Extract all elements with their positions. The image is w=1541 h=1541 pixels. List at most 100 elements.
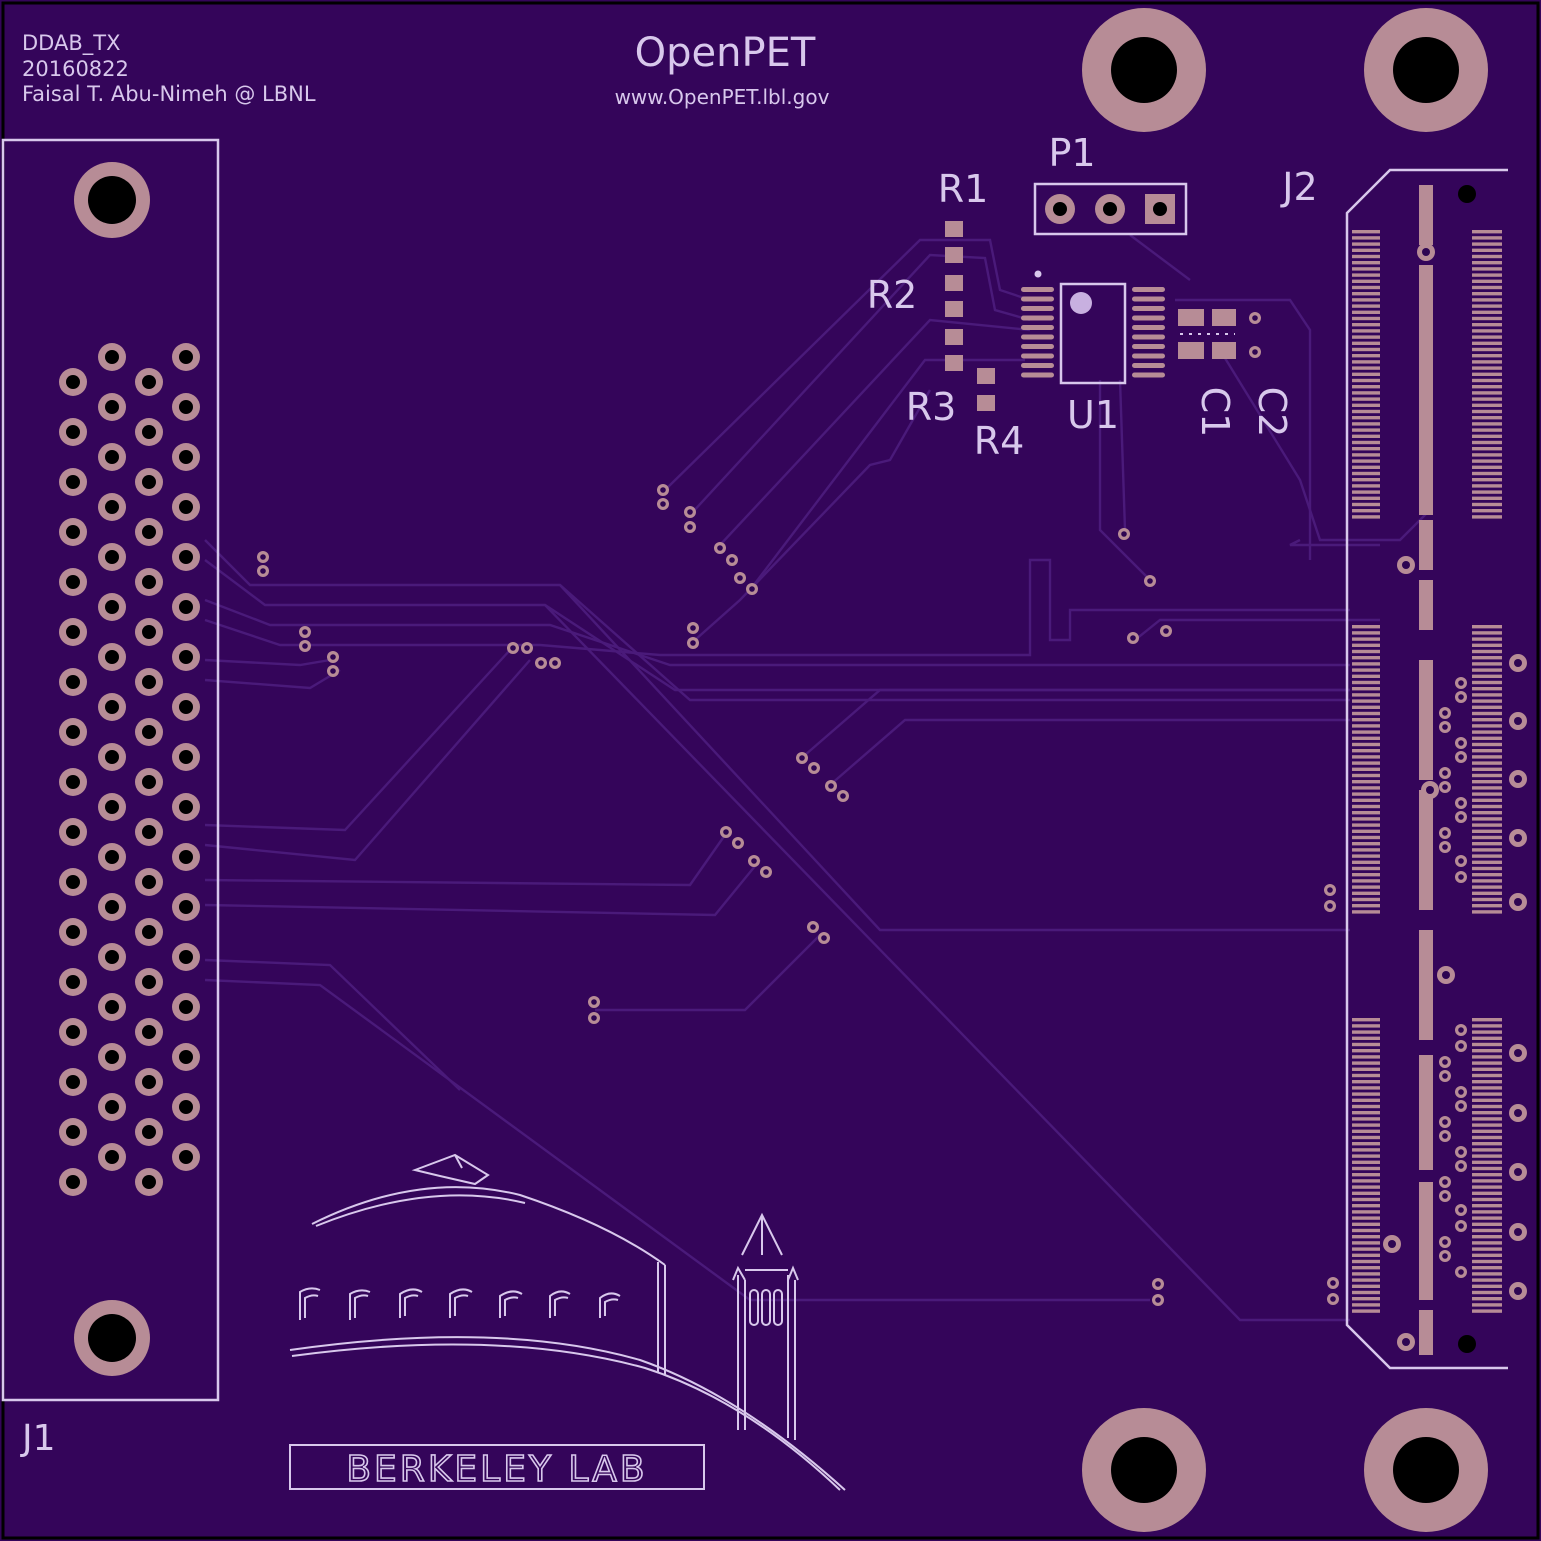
via-icon (1249, 312, 1261, 324)
j2-pad (1472, 804, 1502, 809)
j2-pad (1352, 1278, 1380, 1282)
j2-pad (1352, 478, 1380, 482)
j2-pad (1472, 428, 1502, 432)
j2-pad (1472, 730, 1502, 734)
via-icon (1509, 654, 1527, 672)
j2-pad (1352, 804, 1380, 809)
via-icon (257, 551, 269, 563)
j1-pin (59, 718, 87, 746)
j1-pin-array (59, 343, 200, 1196)
header-p1 (1033, 182, 1188, 236)
j2-pad (1472, 755, 1502, 759)
j1-pin (172, 493, 200, 521)
via-icon (1455, 855, 1467, 867)
j1-pin (172, 893, 200, 921)
j2-pad (1352, 625, 1380, 629)
j2-pad (1352, 749, 1380, 753)
c1-pad (1178, 342, 1204, 359)
j1-pin (98, 743, 126, 771)
j2-pad (1472, 724, 1502, 728)
j2-pad (1352, 422, 1380, 426)
j2-pad (1352, 1142, 1380, 1146)
u1-pin (1132, 325, 1165, 330)
c1-pad (1178, 309, 1204, 326)
j2-pad (1352, 1036, 1380, 1040)
j2-pad (1352, 699, 1380, 703)
j2-pad (1352, 1179, 1380, 1183)
j2-pad (1472, 1247, 1502, 1251)
via-icon (1439, 841, 1451, 853)
designator-c2: C2 (1250, 387, 1294, 438)
j2-pad (1352, 242, 1380, 246)
j2-center-pad (1419, 1182, 1433, 1300)
j2-pad (1472, 341, 1502, 345)
j2-pad (1352, 1297, 1380, 1301)
j2-pad (1352, 674, 1380, 678)
j2-pad (1352, 366, 1380, 370)
via-icon (1455, 677, 1467, 689)
via-icon (1439, 1190, 1451, 1202)
j2-pad (1472, 879, 1502, 883)
j1-pin (98, 1093, 126, 1121)
u1-pin1-marker (1070, 292, 1092, 314)
j2-pad (1472, 1290, 1502, 1295)
j1-pin (98, 643, 126, 671)
via-icon (1327, 1293, 1339, 1305)
j1-pin (59, 868, 87, 896)
j2-pad (1472, 1154, 1502, 1158)
j2-pad (1472, 1142, 1502, 1146)
j2-pad (1352, 1185, 1380, 1189)
j2-pad (1472, 502, 1502, 507)
j1-pin (135, 668, 163, 696)
j2-pad (1472, 1216, 1502, 1220)
j2-pad (1472, 656, 1502, 660)
j2-pad (1352, 1197, 1380, 1202)
via-array (257, 312, 1467, 1306)
j1-pin (135, 768, 163, 796)
via-icon (1439, 1056, 1451, 1068)
j1-pin (98, 493, 126, 521)
j2-pad (1472, 835, 1502, 840)
u1-pin (1021, 334, 1054, 340)
mounting-hole-icon (74, 1300, 150, 1376)
j2-pad (1352, 292, 1380, 296)
j2-pad (1472, 786, 1502, 790)
j2-pad (1472, 509, 1502, 513)
ic-u1 (1021, 270, 1165, 385)
j2-pad (1472, 1303, 1502, 1307)
via-icon (1509, 1282, 1527, 1300)
j2-pad (1352, 1123, 1380, 1127)
via-icon (1152, 1294, 1164, 1306)
j2-pad (1472, 1179, 1502, 1183)
u1-pin (1132, 287, 1165, 292)
u1-pin (1132, 296, 1165, 302)
via-icon (299, 626, 311, 638)
j2-pad (1352, 637, 1380, 641)
j2-center-pad (1419, 520, 1433, 570)
via-icon (588, 996, 600, 1008)
j2-pad (1352, 1222, 1380, 1226)
via-icon (507, 642, 519, 654)
j2-pad (1352, 798, 1380, 802)
via-icon (1397, 1333, 1415, 1351)
j2-pad (1472, 699, 1502, 703)
j2-pad (1472, 372, 1502, 376)
j2-pad (1472, 649, 1502, 654)
j2-pad (1472, 705, 1502, 709)
u1-pin (1132, 315, 1165, 321)
j2-pad (1472, 1297, 1502, 1301)
j2-pad (1472, 1073, 1502, 1078)
j2-pad (1352, 1290, 1380, 1295)
j2-pad (1352, 1210, 1380, 1214)
mounting-hole-icon (1364, 8, 1488, 132)
j2-pad (1472, 1259, 1502, 1264)
via-icon (1455, 1040, 1467, 1052)
via-icon (1417, 243, 1435, 261)
j1-pin (59, 1068, 87, 1096)
u1-pin1-dot (1034, 270, 1042, 278)
j2-pad (1352, 1259, 1380, 1264)
u1-pin (1132, 353, 1165, 359)
j2-pad (1352, 1228, 1380, 1233)
via-icon (714, 542, 726, 554)
j2-pad (1352, 910, 1380, 914)
